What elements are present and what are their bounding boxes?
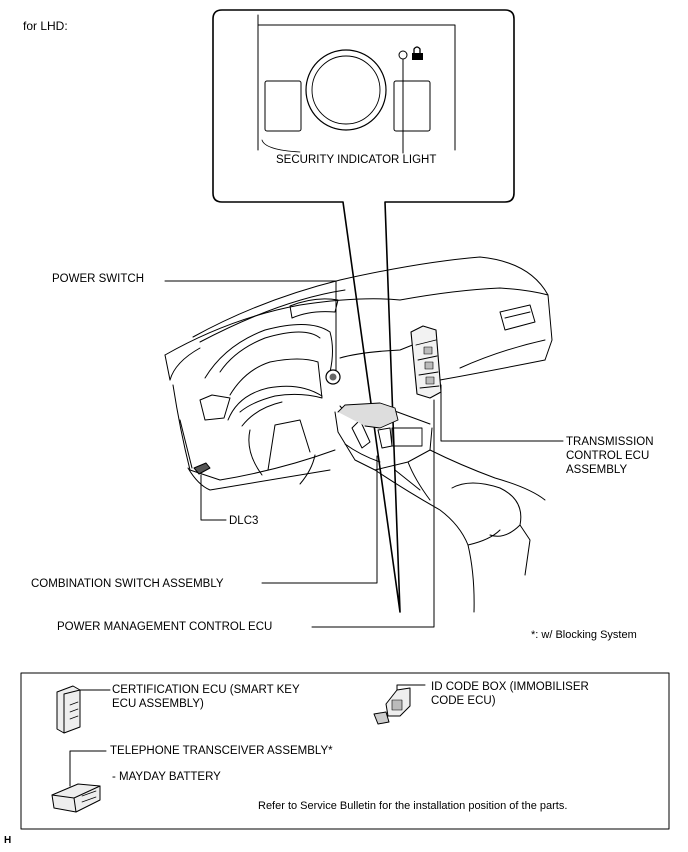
figure-code: H — [4, 835, 12, 846]
knob-icon — [305, 49, 387, 131]
combination-switch-label: COMBINATION SWITCH ASSEMBLY — [31, 578, 224, 590]
transmission-ecu-label-line-3: ASSEMBLY — [566, 464, 628, 476]
certification-ecu-label-line-1: CERTIFICATION ECU (SMART KEY — [112, 684, 300, 696]
dashboard-drawing — [164, 256, 553, 613]
lock-icon — [412, 46, 423, 60]
id-code-box-label: ID CODE BOX (IMMOBILISER CODE ECU) — [431, 680, 589, 708]
mayday-battery-label: - MAYDAY BATTERY — [112, 771, 221, 783]
blocking-system-note: *: w/ Blocking System — [531, 629, 637, 641]
security-indicator-label: SECURITY INDICATOR LIGHT — [276, 154, 437, 166]
power-switch-label: POWER SWITCH — [52, 273, 144, 285]
id-code-box-label-line-1: ID CODE BOX (IMMOBILISER — [431, 681, 589, 693]
variant-label: for LHD: — [23, 19, 68, 33]
leader-lines — [164, 280, 564, 628]
id-code-box-icon — [373, 684, 426, 725]
telephone-transceiver-label: TELEPHONE TRANSCEIVER ASSEMBLY* — [110, 745, 333, 757]
transmission-ecu-label-line-2: CONTROL ECU — [566, 450, 650, 462]
legend-box — [20, 672, 670, 830]
certification-ecu-label: CERTIFICATION ECU (SMART KEY ECU ASSEMBL… — [112, 683, 300, 711]
transmission-ecu-icon — [410, 325, 442, 399]
dlc3-label: DLC3 — [229, 515, 259, 527]
transmission-ecu-label: TRANSMISSION CONTROL ECU ASSEMBLY — [566, 435, 654, 477]
transmission-ecu-label-line-1: TRANSMISSION — [566, 436, 654, 448]
telephone-transceiver-icon — [51, 750, 107, 813]
id-code-box-label-line-2: CODE ECU) — [431, 695, 496, 707]
power-mgmt-ecu-label: POWER MANAGEMENT CONTROL ECU — [57, 621, 273, 633]
service-bulletin-note: Refer to Service Bulletin for the instal… — [258, 800, 568, 812]
inset-callout — [212, 9, 515, 613]
certification-ecu-label-line-2: ECU ASSEMBLY) — [112, 698, 204, 710]
certification-ecu-icon — [56, 685, 111, 734]
